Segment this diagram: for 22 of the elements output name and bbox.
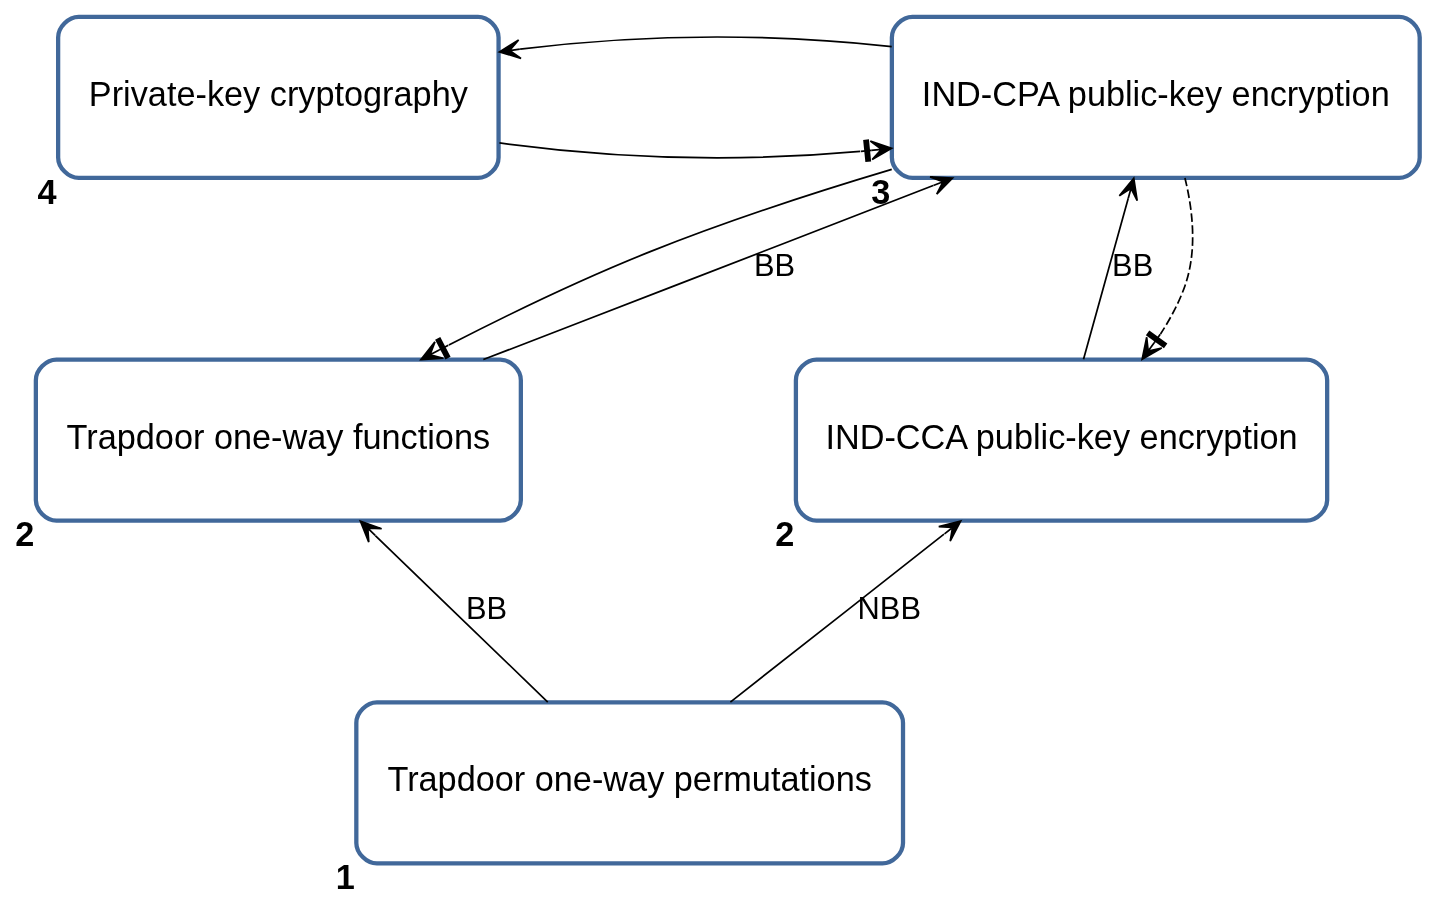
- node-label: 1: [335, 857, 355, 896]
- node-box: IND-CPA public-key encryption: [889, 14, 1422, 180]
- arrow: [498, 35, 893, 59]
- edge-label: BB: [466, 590, 508, 626]
- arrow: [482, 175, 954, 360]
- node-box: Trapdoor one-way functions: [33, 356, 523, 523]
- arrow: [1141, 176, 1194, 360]
- node-label: 2: [775, 514, 795, 553]
- node-box: Trapdoor one-way permutations: [354, 699, 906, 866]
- arrow: [1082, 177, 1139, 360]
- edge-label: BB: [753, 247, 796, 283]
- node-box: Private-key cryptography: [56, 14, 501, 180]
- edge-label: BB: [1112, 247, 1154, 283]
- node-box: IND-CCA public-key encryption: [793, 356, 1330, 523]
- arrow: [359, 519, 549, 703]
- arrow: [420, 168, 893, 360]
- node-label: 3: [871, 172, 891, 211]
- node-label: 2: [15, 514, 35, 553]
- arrow: [729, 519, 962, 703]
- node-label: 4: [37, 172, 57, 211]
- edge-label: NBB: [857, 590, 921, 626]
- arrow: [498, 138, 893, 162]
